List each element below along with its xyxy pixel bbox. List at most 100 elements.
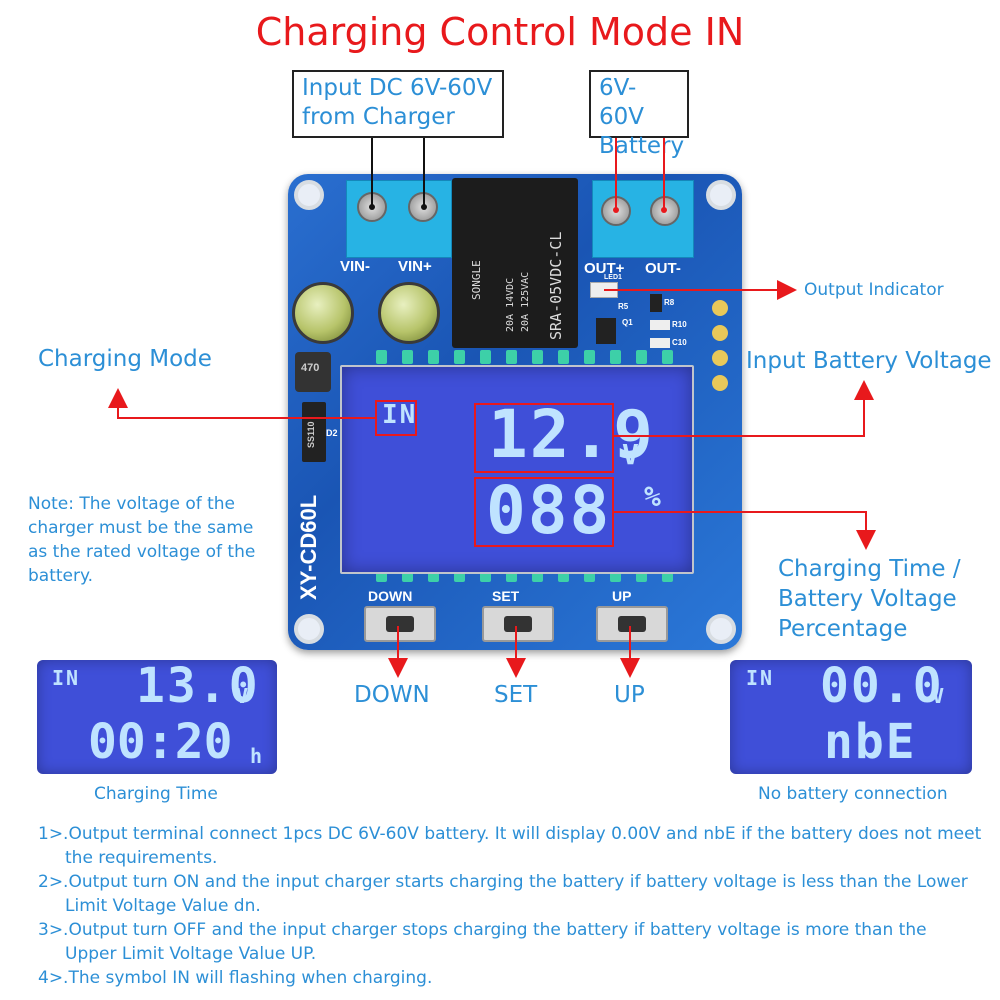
led-label: LED1	[604, 274, 622, 281]
d2-label: D2	[326, 428, 338, 438]
transistor-label: Q1	[622, 318, 633, 327]
left-lcd-bottom-unit: h	[250, 744, 265, 768]
input-battery-voltage-label: Input Battery Voltage	[746, 348, 992, 374]
up-label: UP	[614, 682, 645, 708]
lcd-pin	[480, 350, 491, 364]
vin-minus-label: VIN-	[340, 258, 370, 275]
charging-time-line2: Battery Voltage	[778, 586, 957, 612]
percent-highlight-box	[474, 477, 614, 547]
lcd-pin	[610, 350, 621, 364]
mount-hole-top-left	[294, 180, 324, 210]
pad-4	[712, 375, 728, 391]
lcd-pin	[454, 350, 465, 364]
right-lcd-top-value: 00.0	[820, 658, 944, 714]
relay	[452, 178, 578, 348]
right-lcd-top-unit: V	[932, 684, 947, 708]
no-battery-lcd	[730, 660, 972, 774]
lcd-pin	[506, 350, 517, 364]
lcd-voltage-unit: V	[622, 438, 641, 471]
input-dc-callout: Input DC 6V-60V from Charger	[292, 70, 504, 138]
vin-plus-label: VIN+	[398, 258, 432, 275]
r5-label: R5	[618, 302, 629, 311]
pad-2	[712, 325, 728, 341]
vin-plus-dot	[421, 204, 427, 210]
out-minus-dot	[661, 207, 667, 213]
lcd-pin	[662, 568, 673, 582]
pad-1	[712, 300, 728, 316]
battery-line2: Battery	[599, 133, 685, 159]
resistor-r8	[650, 294, 662, 312]
lcd-voltage-value: 12.9	[488, 396, 655, 473]
left-lcd-top-value: 13.0	[136, 658, 260, 714]
mount-hole-top-right	[706, 180, 736, 210]
up-button[interactable]	[596, 606, 668, 642]
diode	[302, 402, 326, 462]
instruction-item: 1>.Output terminal connect 1pcs DC 6V-60…	[38, 824, 982, 868]
left-lcd-mode: IN	[52, 666, 81, 690]
voltage-note: Note: The voltage of the charger must be…	[28, 494, 256, 586]
lcd-pin	[532, 350, 543, 364]
transistor	[596, 318, 616, 344]
left-lcd-bottom-value: 00:20	[88, 714, 233, 770]
instruction-item: 2>.Output turn ON and the input charger …	[38, 872, 968, 916]
capacitor-c10	[650, 338, 670, 348]
mount-hole-bottom-left	[294, 614, 324, 644]
r10-label: R10	[672, 320, 687, 329]
set-button[interactable]	[482, 606, 554, 642]
input-dc-line1: Input DC 6V-60V	[302, 75, 493, 101]
charging-mode-label: Charging Mode	[38, 346, 212, 372]
charging-time-line3: Percentage	[778, 616, 908, 642]
inductor	[295, 352, 331, 392]
set-label: SET	[494, 682, 538, 708]
capacitor-1	[292, 282, 354, 344]
lcd-pin	[428, 350, 439, 364]
charging-time-lcd	[37, 660, 277, 774]
charging-time-label: Charging Time / Battery Voltage Percenta…	[778, 554, 961, 644]
vin-minus-dot	[369, 204, 375, 210]
input-dc-line2: from Charger	[302, 104, 455, 130]
btn-set-silk: SET	[492, 588, 520, 604]
percentage-arrow	[614, 511, 876, 550]
lcd-pin	[558, 568, 569, 582]
charging-time-line1: Charging Time /	[778, 556, 961, 582]
charging-mode-arrow	[108, 388, 375, 419]
lcd-pin	[610, 568, 621, 582]
lcd-pin	[454, 568, 465, 582]
mode-highlight-box	[375, 400, 417, 436]
c10-label: C10	[672, 338, 687, 347]
out-minus-label: OUT-	[645, 260, 681, 277]
lcd-pin	[506, 568, 517, 582]
lcd-pin	[532, 568, 543, 582]
btn-up-silk: UP	[612, 588, 632, 604]
lcd-pin	[402, 568, 413, 582]
capacitor-2	[378, 282, 440, 344]
instruction-item: 3>.Output turn OFF and the input charger…	[38, 920, 927, 964]
input-voltage-arrow	[614, 380, 874, 437]
lcd-pin	[584, 350, 595, 364]
voltage-highlight-box	[474, 403, 614, 473]
lcd-pin	[662, 350, 673, 364]
mount-hole-bottom-right	[706, 614, 736, 644]
lcd-pin	[376, 350, 387, 364]
out-plus-dot	[613, 207, 619, 213]
lcd-pin	[376, 568, 387, 582]
lcd-pin	[480, 568, 491, 582]
out-plus-label: OUT+	[584, 260, 625, 277]
right-lcd-mode: IN	[746, 666, 775, 690]
lcd-pin	[428, 568, 439, 582]
battery-line1: 6V-60V	[599, 75, 645, 130]
charging-time-caption: Charging Time	[94, 784, 218, 804]
left-lcd-top-unit: V	[236, 684, 251, 708]
main-lcd	[340, 365, 694, 574]
instructions-list: 1>.Output terminal connect 1pcs DC 6V-60…	[38, 822, 983, 990]
lcd-pin	[402, 350, 413, 364]
down-button[interactable]	[364, 606, 436, 642]
lcd-pin	[584, 568, 595, 582]
lcd-percent-value: 088	[486, 472, 612, 549]
lcd-mode-indicator: IN	[382, 400, 418, 430]
no-battery-caption: No battery connection	[758, 784, 948, 804]
resistor-r10	[650, 320, 670, 330]
inductor-label: 470	[301, 362, 320, 374]
lcd-pin	[558, 350, 569, 364]
